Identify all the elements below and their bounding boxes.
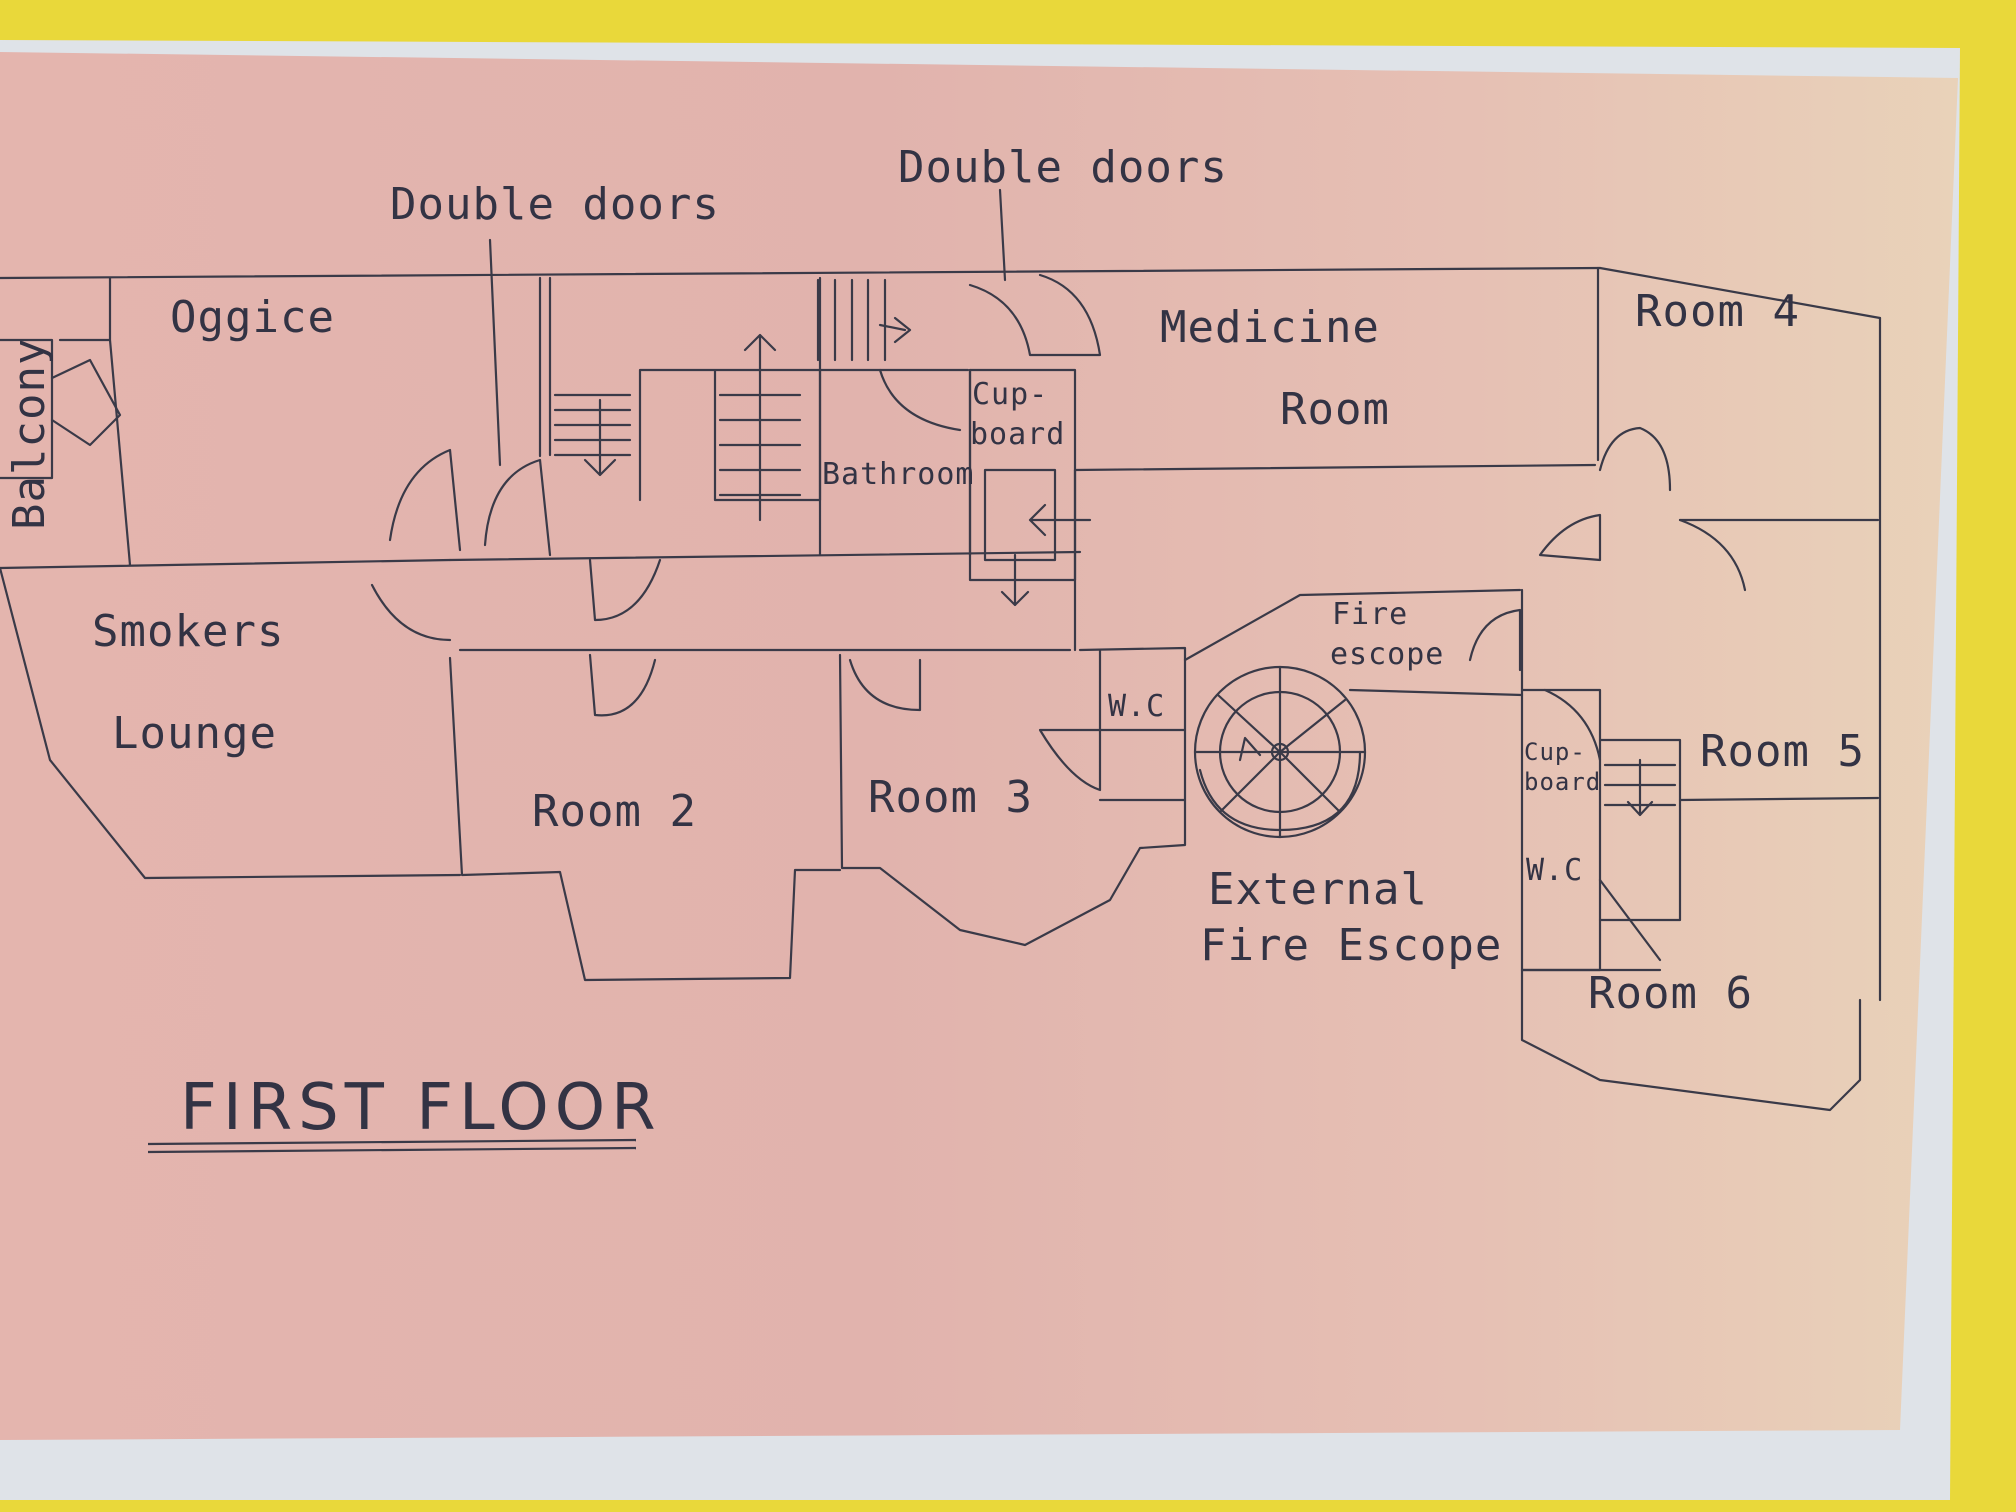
door-swing-3 [370,583,452,642]
right-block [1520,588,1862,1112]
label-external-line1: External [1208,864,1428,915]
label-fire-escape-line2: escope [1330,637,1445,672]
label-cupboard-top-line2: board [970,417,1066,452]
door-swing-11 [1598,426,1672,492]
room3-walls [838,646,1187,947]
door-swing-2 [483,458,552,557]
label-cupboard-right-line2: board [1524,768,1602,796]
label-double-doors-left: Double doors [390,179,720,230]
medicine-room-wall [1073,463,1597,472]
arrow-down [583,398,617,477]
label-room4: Room 4 [1635,286,1800,337]
label-cupboard-right-line1: Cup- [1524,738,1586,766]
wall-top [0,266,1602,280]
door-swing-10 [1538,513,1602,562]
paper-pink-area [0,52,1958,1440]
cupboard-inner [983,468,1057,562]
room4-walls [1596,266,1882,1002]
label-smokers-line1: Smokers [92,606,285,657]
title-underline-2 [147,1146,637,1154]
door-swing-8 [878,368,962,432]
door-swing-14 [1543,688,1602,762]
door-swing-7 [968,273,1102,357]
door-swing-12 [1678,518,1747,592]
label-double-doors-right: Double doors [898,142,1228,193]
label-bathroom: Bathroom [822,457,975,492]
arrow-up [743,333,777,522]
arrow-down-2 [1000,553,1030,607]
door-swing-6 [848,658,922,712]
door-swing-4 [588,558,662,622]
label-room2: Room 2 [532,786,697,837]
door-swing-9 [1038,728,1102,792]
stair-right [1598,738,1682,922]
title-underline-1 [147,1138,637,1146]
label-room3: Room 3 [868,772,1033,823]
label-office: Oggice [170,292,335,343]
label-balcony: Balcony [4,337,55,530]
spiral-spokes [1193,665,1367,839]
label-medicine-line2: Room [1280,384,1390,435]
label-medicine-line1: Medicine [1160,302,1380,353]
floor-title: FIRST FLOOR [180,1071,662,1145]
arrow-down-3 [1626,758,1654,817]
fire-escape-passage [1183,588,1524,697]
label-wc-left: W.C [1108,689,1166,724]
corridor-top [0,558,452,570]
room5-walls [1678,518,1880,802]
door-swing-15 [1598,878,1662,962]
label-external-line2: Fire Escope [1200,920,1503,971]
label-room5: Room 5 [1700,726,1865,777]
arrow-right [878,316,912,344]
stair-treads-3 [816,278,887,362]
leader-double-doors-right [998,188,1007,282]
stair-treads-1 [553,393,632,457]
label-cupboard-top-line1: Cup- [972,377,1049,412]
label-fire-escape-line1: Fire [1332,597,1409,632]
door-swing-1 [388,448,462,552]
label-smokers-line2: Lounge [112,708,277,759]
balcony-rail [50,358,122,447]
label-room6: Room 6 [1588,968,1753,1019]
spiral-arrow [1198,736,1362,832]
office-walls [58,276,132,567]
wall-topright [1598,266,1882,320]
label-wc-right: W.C [1526,853,1584,888]
door-swing-5 [588,653,657,717]
corridor-bottom [448,550,1082,562]
smokers-outer [0,566,462,880]
arrow-left [1028,503,1092,537]
room2-walls [448,656,842,982]
door-swing-13 [1468,608,1522,672]
balcony-wall [0,338,54,480]
leader-double-doors-left [488,238,502,467]
